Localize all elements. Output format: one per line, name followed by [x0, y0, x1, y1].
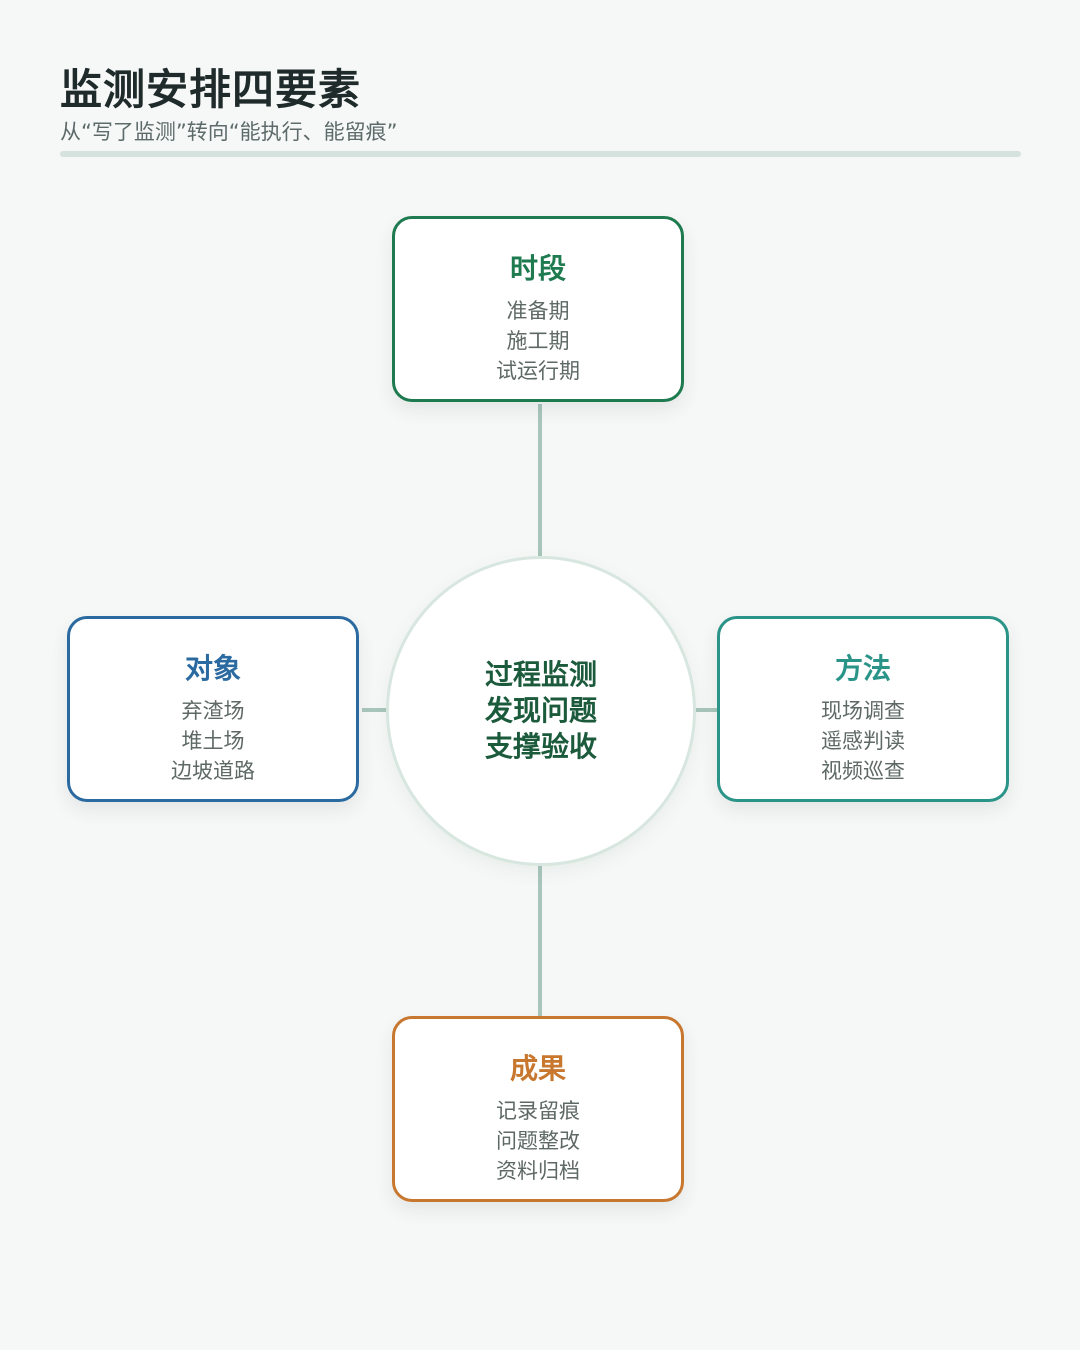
card-list: 现场调查 遥感判读 视频巡查	[720, 696, 1006, 786]
list-item: 问题整改	[496, 1129, 580, 1153]
card-methods: 方法 现场调查 遥感判读 视频巡查	[717, 616, 1009, 802]
list-item: 试运行期	[496, 359, 580, 383]
list-item: 记录留痕	[496, 1099, 580, 1123]
page-title: 监测安排四要素	[60, 65, 362, 114]
card-outputs: 成果 记录留痕 问题整改 资料归档	[392, 1016, 684, 1202]
card-title: 对象	[184, 652, 241, 685]
card-title: 成果	[509, 1052, 566, 1085]
card-objects: 对象 弃渣场 堆土场 边坡道路	[67, 616, 359, 802]
connector-left	[362, 708, 388, 712]
list-item: 边坡道路	[171, 759, 255, 783]
card-title: 时段	[509, 252, 566, 285]
list-item: 准备期	[506, 299, 570, 323]
list-item: 堆土场	[181, 729, 245, 753]
connector-right	[690, 708, 718, 712]
hub-line: 支撑验收	[484, 730, 597, 763]
list-item: 资料归档	[496, 1159, 580, 1183]
list-item: 现场调查	[821, 699, 905, 723]
hub-line: 发现问题	[484, 694, 597, 727]
center-hub: 过程监测 发现问题 支撑验收	[386, 556, 696, 866]
page-subtitle: 从“写了监测”转向“能执行、能留痕”	[60, 120, 398, 144]
list-item: 施工期	[506, 329, 570, 353]
list-item: 视频巡查	[821, 759, 905, 783]
card-list: 记录留痕 问题整改 资料归档	[395, 1096, 681, 1186]
connector-top	[538, 404, 542, 558]
list-item: 遥感判读	[821, 729, 905, 753]
hub-line: 过程监测	[484, 658, 597, 691]
header-divider	[60, 151, 1021, 157]
card-period: 时段 准备期 施工期 试运行期	[392, 216, 684, 402]
card-list: 准备期 施工期 试运行期	[395, 296, 681, 386]
list-item: 弃渣场	[181, 699, 245, 723]
connector-bottom	[538, 859, 542, 1017]
card-list: 弃渣场 堆土场 边坡道路	[70, 696, 356, 786]
card-title: 方法	[834, 652, 891, 685]
